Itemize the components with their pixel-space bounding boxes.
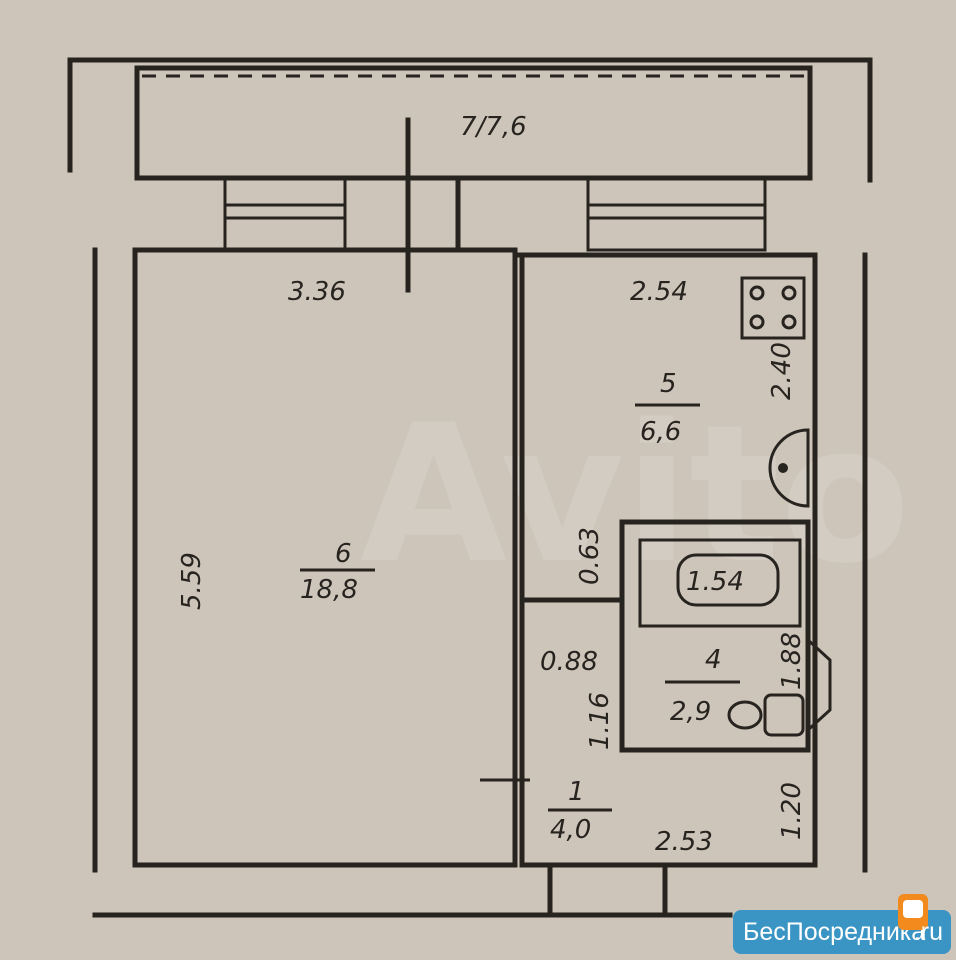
room5-length: 2.40	[767, 342, 797, 400]
logo-suffix: .ru	[913, 918, 943, 946]
room4-number: 4	[705, 645, 722, 675]
room4-width: 1.16	[585, 692, 615, 750]
logo-name: БесПосредника	[743, 918, 926, 946]
room5-number: 5	[660, 369, 677, 399]
bathtub-dimension: 1.54	[686, 567, 744, 597]
windows	[223, 175, 767, 253]
room6-area: 18,8	[300, 575, 358, 605]
room6-number: 6	[335, 539, 352, 569]
room5-width: 2.54	[630, 277, 688, 307]
room6-width: 3.36	[288, 277, 346, 307]
room4-area: 2,9	[670, 697, 711, 727]
walls	[92, 247, 868, 918]
watermark: Avito	[360, 384, 911, 605]
room5-area: 6,6	[640, 417, 681, 447]
room1-width: 2.53	[655, 827, 713, 857]
room4-length: 1.88	[777, 632, 807, 690]
room4-extra: 0.88	[540, 647, 598, 677]
besposrednika-logo: БесПосредника .ru	[733, 894, 951, 954]
room1-length: 1.20	[777, 782, 807, 840]
bathroom	[619, 519, 832, 753]
balcony-label: 7/7,6	[460, 112, 527, 142]
stove	[740, 276, 806, 340]
mascot-icon	[898, 894, 928, 930]
gap-dimension: 0.63	[575, 527, 605, 585]
room6-length: 5.59	[177, 552, 207, 610]
room1-area: 4,0	[550, 815, 591, 845]
sink	[768, 428, 810, 508]
balcony	[67, 57, 873, 293]
room1-number: 1	[568, 777, 585, 807]
